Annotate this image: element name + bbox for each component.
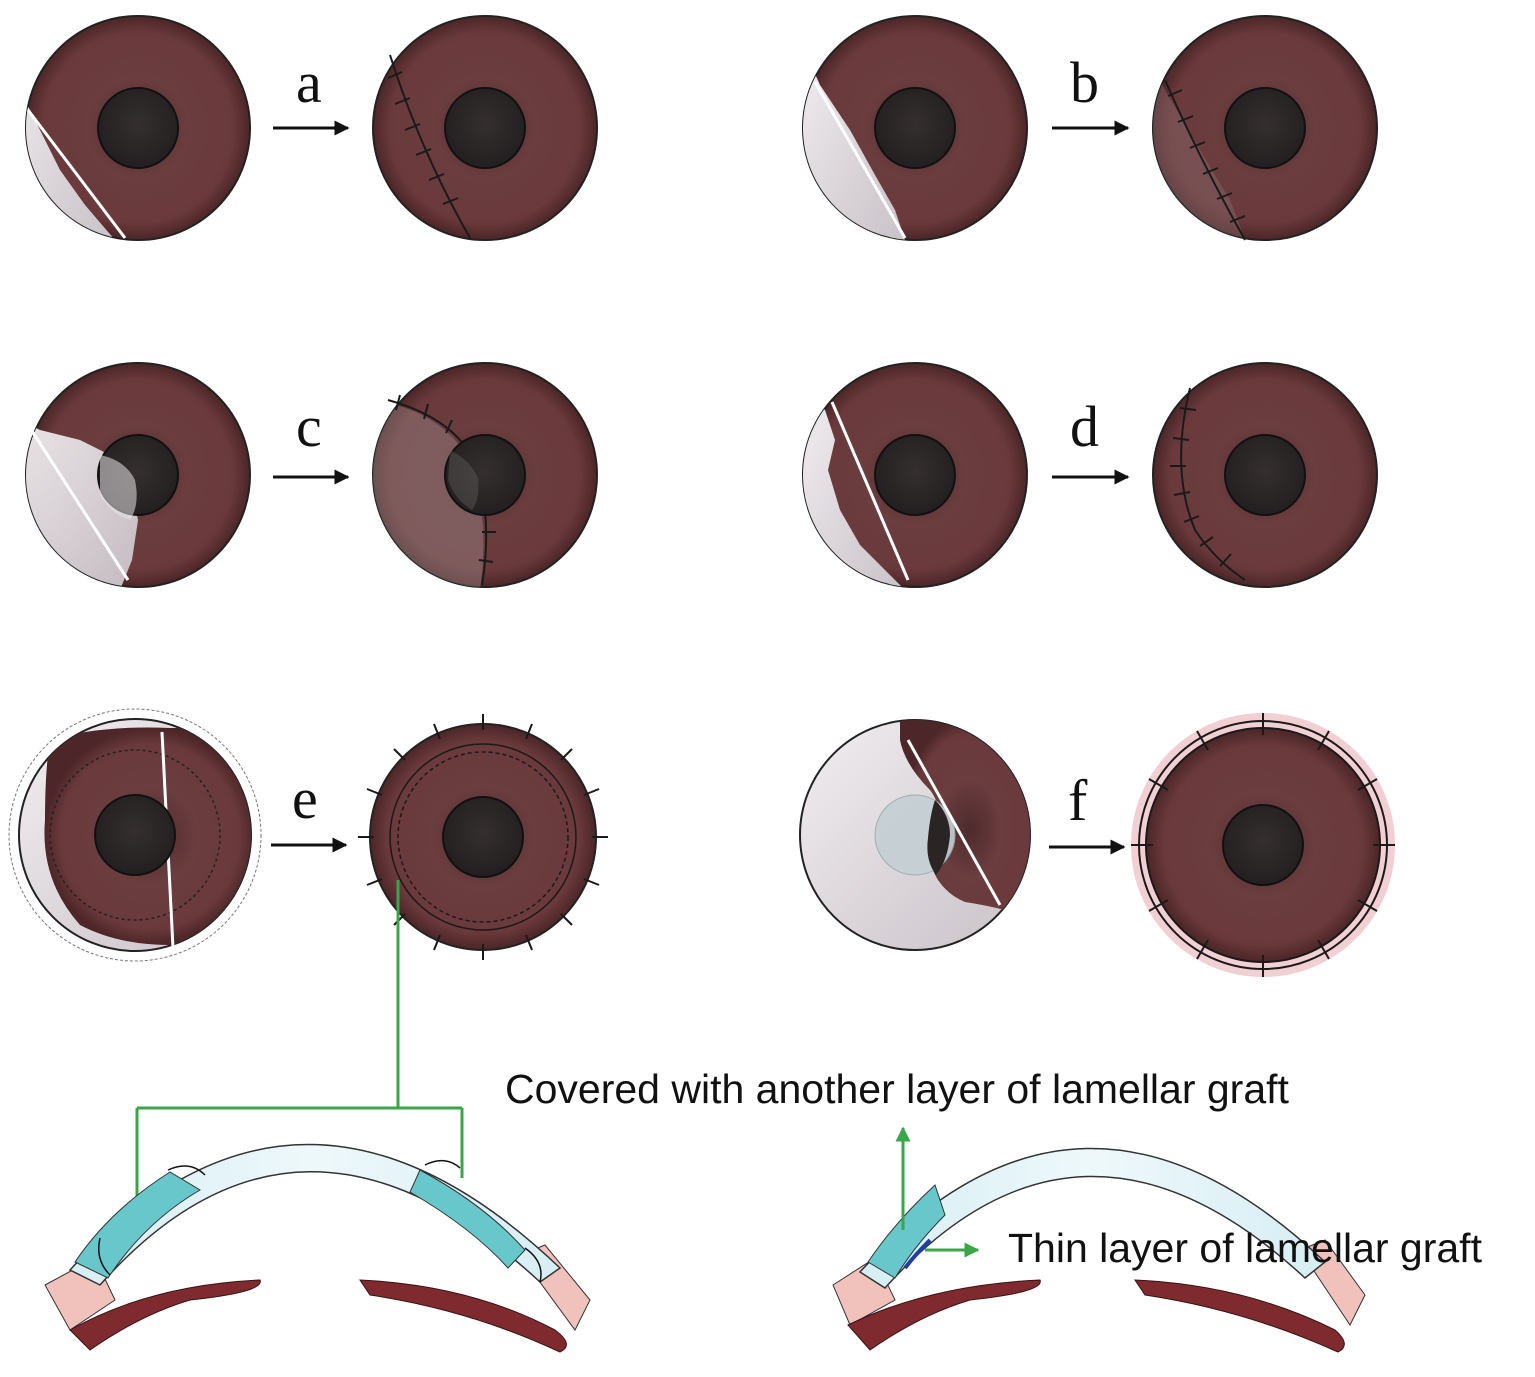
step-e-before-eye: [8, 708, 262, 962]
iris-left: [847, 1279, 1041, 1351]
suture-line: [389, 54, 471, 239]
step-d-group: d: [802, 362, 1378, 588]
suture-stitches: [1167, 89, 1246, 223]
step-e-group: e: [8, 708, 608, 962]
outer-suture-stitches: [358, 714, 608, 960]
graft-incision-line: [906, 739, 1002, 906]
covered-annotation-label: Covered with another layer of lamellar g…: [505, 1066, 1290, 1112]
step-d-before-eye: [802, 362, 1028, 588]
step-f-label: f: [1068, 768, 1088, 833]
step-a-label: a: [296, 50, 322, 115]
step-c-after-eye: [372, 362, 598, 588]
step-d-label: d: [1070, 394, 1099, 459]
cornea-cross-section-e: [44, 1143, 591, 1353]
thin-layer-annotation-label: Thin layer of lamellar graft: [1008, 1225, 1483, 1271]
suture-stitches: [387, 71, 459, 205]
suture-stitches: [1131, 713, 1395, 977]
graft-incision-line: [26, 109, 127, 239]
graft-incision-line: [28, 427, 130, 581]
trephine-mark: [49, 749, 221, 921]
thin-graft-layer: [903, 1238, 932, 1270]
graft-region: [803, 390, 905, 587]
remaining-iris: [900, 720, 1030, 940]
iris-right: [359, 1279, 567, 1353]
section-connector: [135, 880, 464, 1196]
step-a-after-eye: [372, 15, 598, 241]
graft-ring-right: [409, 1169, 526, 1269]
step-c-group: c: [25, 362, 598, 588]
graft-incision-line: [830, 401, 910, 581]
step-e-after-eye: [358, 714, 608, 960]
graft-layer-covered: [867, 1184, 946, 1279]
iris-right: [1134, 1279, 1345, 1353]
step-d-after-eye: [1152, 362, 1378, 588]
step-f-group: f: [799, 713, 1395, 977]
step-f-after-eye: [1131, 713, 1395, 977]
suture-stitches: [1170, 407, 1232, 567]
step-e-label: e: [292, 766, 318, 831]
step-b-label: b: [1070, 50, 1099, 115]
step-b-after-eye: [1152, 15, 1378, 241]
cornea-arc: [858, 1147, 1327, 1289]
cornea-cross-section-f: [832, 1147, 1366, 1353]
step-a-group: a: [25, 15, 598, 241]
step-a-before-eye: [25, 15, 251, 241]
graft-ring-left: [74, 1171, 201, 1279]
graft-incision-line: [813, 81, 907, 239]
iris-left: [69, 1279, 261, 1351]
step-f-before-eye: [799, 719, 1031, 951]
step-b-group: b: [802, 15, 1378, 241]
step-b-before-eye: [802, 15, 1028, 241]
step-c-before-eye: [25, 362, 251, 588]
suture-line: [1180, 387, 1246, 581]
step-c-label: c: [296, 394, 322, 459]
